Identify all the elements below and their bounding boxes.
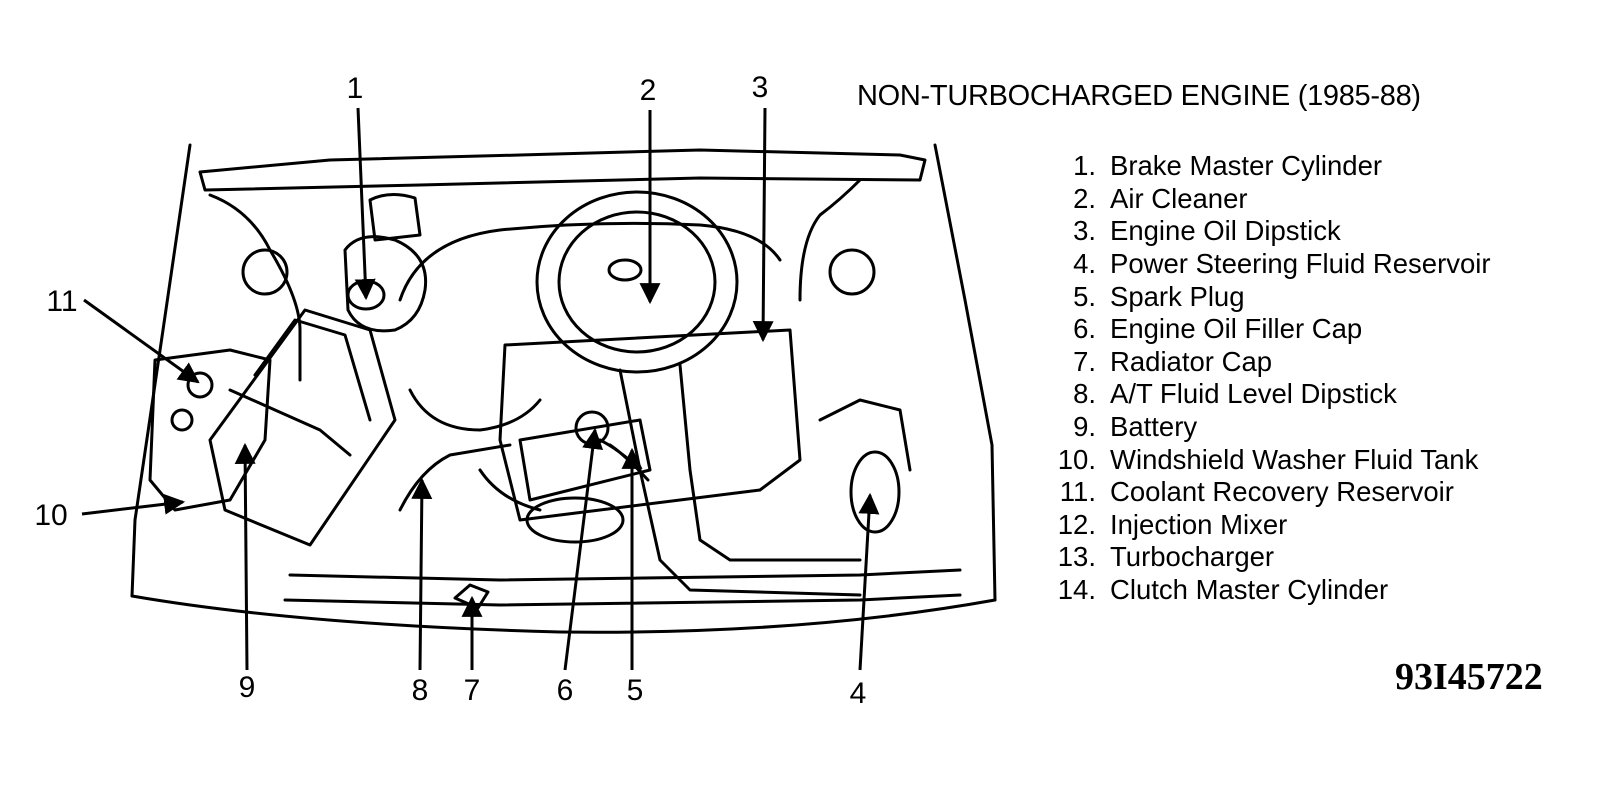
power-steering-reservoir <box>849 450 901 534</box>
air-cleaner-wingnut <box>607 258 643 282</box>
cowl-panel <box>198 148 927 192</box>
callout-number-3: 3 <box>752 71 769 104</box>
radiator-support <box>288 568 962 582</box>
legend-item: 13.Turbocharger <box>1057 541 1275 573</box>
diagram-title: NON-TURBOCHARGED ENGINE (1985-88) <box>857 80 1421 112</box>
legend-item: 8.A/T Fluid Level Dipstick <box>1073 378 1397 410</box>
callout-number-10: 10 <box>34 499 67 532</box>
callout-arrow-4 <box>858 492 880 671</box>
right-strut-tower <box>828 248 876 296</box>
right-fender-line <box>933 143 997 602</box>
legend-item: 7.Radiator Cap <box>1073 345 1273 377</box>
air-intake-duct <box>618 368 862 597</box>
power-steering-bracket <box>818 398 912 472</box>
callout-number-11: 11 <box>46 285 77 318</box>
callout-arrow-9 <box>234 442 256 671</box>
callout-number-9: 9 <box>239 671 256 704</box>
upper-radiator-hose <box>398 443 512 512</box>
legend-item: 14.Clutch Master Cylinder <box>1057 574 1389 606</box>
brake-master-cylinder <box>343 235 428 333</box>
battery-terminal-clamp <box>228 388 352 457</box>
coolant-reservoir-cap <box>186 371 214 399</box>
legend-item: 5.Spark Plug <box>1073 280 1245 312</box>
battery-top-edge <box>253 318 372 422</box>
legend-item: 12.Injection Mixer <box>1057 508 1288 540</box>
callout-number-7: 7 <box>464 674 481 707</box>
legend-item: 10.Windshield Washer Fluid Tank <box>1057 443 1479 475</box>
coolant-recovery-reservoir <box>148 348 272 512</box>
callout-arrow-10 <box>81 493 186 516</box>
air-intake-duct-outer <box>678 363 862 562</box>
callout-arrow-6 <box>563 427 604 671</box>
callout-number-6: 6 <box>557 674 574 707</box>
air-cleaner-lid <box>557 210 717 354</box>
component-legend: 1.Brake Master Cylinder 2.Air Cleaner 3.… <box>1048 150 1491 606</box>
callout-number-2: 2 <box>640 74 657 107</box>
radiator-support-lower <box>283 593 962 607</box>
callout-numbers: 1 2 3 4 5 6 7 8 9 10 11 <box>34 71 866 710</box>
callout-arrow-11 <box>83 298 200 384</box>
figure-code: 93I45722 <box>1395 656 1543 698</box>
legend-item: 9.Battery <box>1073 411 1198 443</box>
callout-number-4: 4 <box>850 677 867 710</box>
callout-number-1: 1 <box>347 72 364 105</box>
engine-block <box>498 328 802 522</box>
left-strut-tower <box>241 248 289 296</box>
battery-case <box>208 308 397 547</box>
lower-hose <box>478 468 542 512</box>
legend-item: 1.Brake Master Cylinder <box>1073 150 1383 182</box>
legend-item: 3.Engine Oil Dipstick <box>1073 215 1341 247</box>
left-fender-line <box>130 143 192 598</box>
front-valance-line <box>130 594 997 634</box>
coolant-reservoir-fitting <box>170 408 194 432</box>
legend-item: 4.Power Steering Fluid Reservoir <box>1073 248 1491 280</box>
legend-item: 11.Coolant Recovery Reservoir <box>1059 476 1454 508</box>
brake-booster <box>368 193 422 242</box>
wiring-harness <box>398 221 782 302</box>
callout-arrows <box>81 107 880 671</box>
callout-arrow-1 <box>354 107 376 301</box>
legend-item: 6.Engine Oil Filler Cap <box>1073 313 1363 345</box>
ignition-lead <box>408 388 542 432</box>
callout-arrow-3 <box>752 107 774 343</box>
spark-plug-wires <box>598 438 650 482</box>
inner-fender-right <box>798 178 862 302</box>
valve-cover-port <box>525 496 625 544</box>
valve-cover <box>518 418 652 502</box>
callout-number-5: 5 <box>627 674 644 707</box>
legend-item: 2.Air Cleaner <box>1073 182 1248 214</box>
callout-arrow-8 <box>411 477 433 671</box>
callout-number-8: 8 <box>412 674 429 707</box>
air-cleaner-housing <box>535 190 739 374</box>
